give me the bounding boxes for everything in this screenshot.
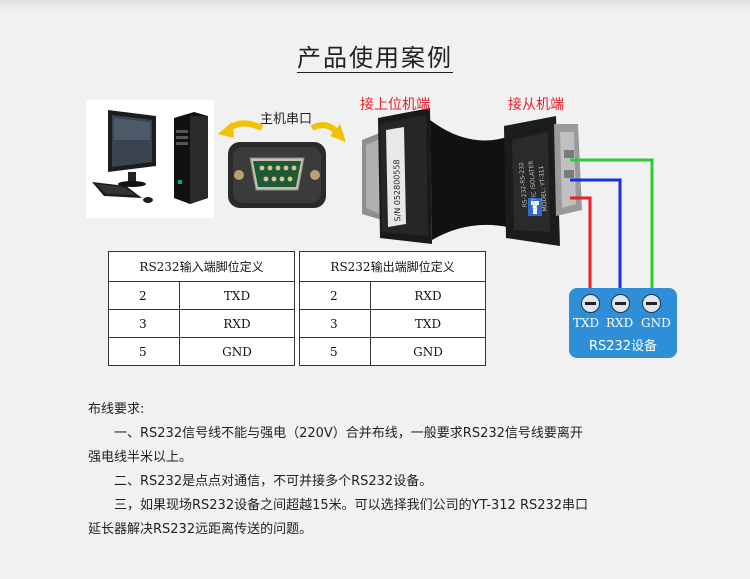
rxd-wire bbox=[570, 178, 622, 298]
rxd-terminal-icon bbox=[611, 294, 630, 313]
upper-machine-label: 接上位机端 bbox=[360, 97, 430, 113]
host-port-label: 主机串口 bbox=[260, 112, 313, 127]
input-pin: 2 bbox=[108, 281, 180, 310]
gnd-terminal-label: GND bbox=[641, 316, 671, 330]
table-header-row: RS232输入端脚位定义 RS232输出端脚位定义 bbox=[108, 251, 486, 282]
output-signal: TXD bbox=[370, 309, 486, 338]
table-row: 3 RXD 3 TXD bbox=[108, 309, 486, 338]
output-pin: 2 bbox=[299, 281, 371, 310]
top-strip bbox=[0, 0, 750, 14]
rxd-terminal-label: RXD bbox=[606, 316, 634, 330]
gnd-terminal-icon bbox=[642, 294, 661, 313]
output-signal: GND bbox=[370, 337, 486, 366]
note-item-3-line-2: 延长器解决RS232远距离传送的问题。 bbox=[88, 522, 313, 537]
input-pin: 5 bbox=[108, 337, 180, 366]
input-header: RS232输入端脚位定义 bbox=[108, 251, 295, 282]
pin-definition-table: RS232输入端脚位定义 RS232输出端脚位定义 2 TXD 2 RXD 3 … bbox=[108, 251, 486, 366]
notes-heading: 布线要求: bbox=[88, 402, 145, 417]
adapter-serial-text: S/N 052800558 bbox=[392, 159, 403, 222]
output-header: RS232输出端脚位定义 bbox=[299, 251, 486, 282]
output-pin: 5 bbox=[299, 337, 371, 366]
table-row: 2 TXD 2 RXD bbox=[108, 281, 486, 310]
computer-photo bbox=[86, 100, 214, 218]
rs232-device-box: TXD RXD GND RS232设备 bbox=[569, 288, 677, 358]
txd-wire bbox=[570, 196, 592, 298]
device-name: RS232设备 bbox=[588, 339, 658, 354]
input-signal: TXD bbox=[179, 281, 295, 310]
left-arrow-curve bbox=[225, 120, 264, 133]
computer-illustration bbox=[86, 100, 214, 218]
input-pin: 3 bbox=[108, 309, 180, 338]
host-serial-port bbox=[228, 142, 326, 208]
output-signal: RXD bbox=[370, 281, 486, 310]
gnd-wire bbox=[570, 158, 654, 298]
slave-machine-label: 接从机端 bbox=[508, 97, 564, 113]
note-item-1-line-1: 一、RS232信号线不能与强电（220V）合并布线，一般要求RS232信号线要离… bbox=[114, 426, 583, 441]
output-pin: 3 bbox=[299, 309, 371, 338]
right-arrow-curve bbox=[310, 122, 341, 136]
txd-terminal-label: TXD bbox=[573, 316, 600, 330]
table-row: 5 GND 5 GND bbox=[108, 337, 486, 366]
input-signal: GND bbox=[179, 337, 295, 366]
note-item-1-line-2: 强电线半米以上。 bbox=[88, 450, 193, 465]
left-arrow-head bbox=[218, 122, 234, 138]
right-arrow-head bbox=[330, 124, 346, 142]
note-item-3-line-1: 三，如果现场RS232设备之间超越15米。可以选择我们公司的YT-312 RS2… bbox=[114, 498, 589, 513]
input-signal: RXD bbox=[179, 309, 295, 338]
note-item-2: 二、RS232是点点对通信，不可并接多个RS232设备。 bbox=[114, 474, 433, 489]
txd-terminal-icon bbox=[581, 294, 600, 313]
page-title: 产品使用案例 bbox=[297, 44, 453, 72]
wiring-notes: 布线要求: 一、RS232信号线不能与强电（220V）合并布线，一般要求RS23… bbox=[88, 398, 668, 542]
